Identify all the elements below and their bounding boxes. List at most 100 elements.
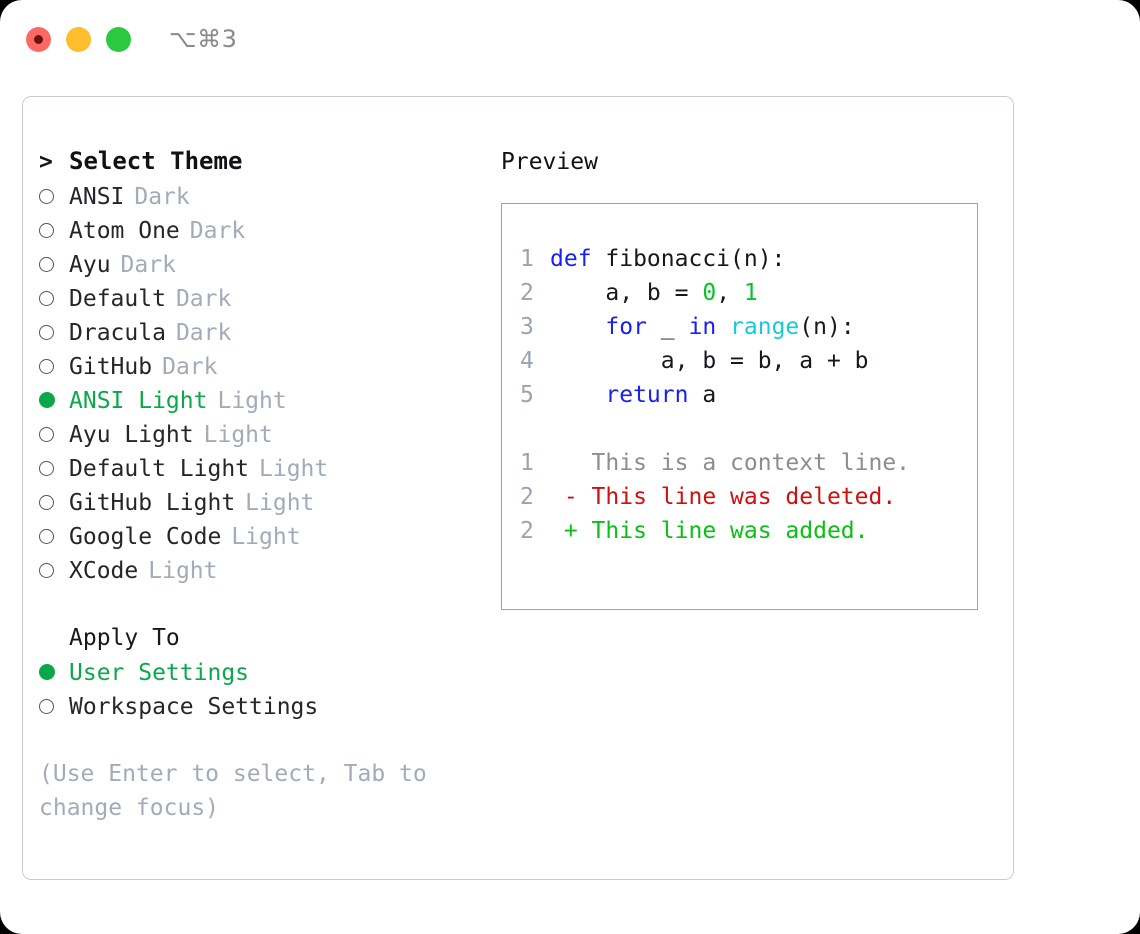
theme-option-label: ANSI — [69, 183, 125, 210]
theme-option-tag: Light — [203, 421, 273, 448]
apply-to-option-workspace-settings[interactable]: Workspace Settings — [39, 689, 489, 723]
code-token-fn: range — [730, 314, 800, 340]
theme-picker-title: Select Theme — [69, 147, 243, 175]
apply-to-title: Apply To — [69, 625, 180, 651]
code-token-txt — [550, 314, 605, 340]
theme-option-default[interactable]: Default Dark — [39, 281, 489, 315]
code-line-text: for _ in range(n): — [550, 310, 855, 344]
radio-unselected-icon[interactable] — [39, 485, 69, 519]
radio-unselected-icon[interactable] — [39, 213, 69, 247]
radio-unselected-icon[interactable] — [39, 689, 69, 723]
theme-option-label: Dracula — [69, 319, 166, 346]
radio-selected-icon[interactable] — [39, 383, 69, 417]
theme-option-tag: Dark — [162, 353, 218, 380]
code-token-kw: in — [688, 314, 717, 340]
theme-option-github[interactable]: GitHub Dark — [39, 349, 489, 383]
apply-to-option-label: Workspace Settings — [69, 693, 319, 720]
radio-unselected-icon[interactable] — [39, 519, 69, 553]
radio-unselected-icon[interactable] — [39, 315, 69, 349]
theme-option-tag: Light — [245, 489, 315, 516]
theme-option-label: Atom One — [69, 217, 180, 244]
code-line-text: a, b = b, a + b — [550, 344, 869, 378]
radio-glyph — [39, 426, 54, 442]
theme-option-tag: Dark — [175, 285, 232, 312]
theme-apply-spacer — [39, 587, 489, 621]
theme-option-label: Google Code — [69, 523, 222, 550]
radio-unselected-icon[interactable] — [39, 247, 69, 281]
theme-option-label: Ayu — [69, 251, 111, 278]
radio-glyph — [39, 188, 54, 204]
diff-line: 1 This is a context line. — [520, 446, 977, 480]
radio-selected-icon[interactable] — [39, 655, 69, 689]
line-number: 1 — [520, 450, 534, 476]
code-token-txt: _ — [646, 314, 689, 340]
theme-option-label: Default — [69, 285, 166, 312]
radio-glyph — [39, 392, 55, 408]
code-token-kw: def — [550, 246, 606, 272]
theme-option-atom-one[interactable]: Atom One Dark — [39, 213, 489, 247]
radio-glyph — [39, 562, 54, 578]
keyboard-hint: (Use Enter to select, Tab to change focu… — [39, 757, 439, 825]
traffic-light-group — [26, 26, 131, 52]
theme-option-label: Ayu Light — [69, 421, 194, 448]
code-token-ctx: This is a context line. — [550, 450, 911, 476]
close-button-icon[interactable] — [26, 26, 51, 52]
theme-option-label: GitHub — [69, 353, 153, 380]
theme-option-dracula[interactable]: Dracula Dark — [39, 315, 489, 349]
radio-unselected-icon[interactable] — [39, 281, 69, 315]
code-token-txt: (n): — [799, 314, 855, 340]
code-token-txt — [550, 382, 605, 408]
close-dot-icon — [34, 34, 43, 44]
maximize-button-icon[interactable] — [106, 26, 131, 52]
theme-option-tag: Light — [231, 523, 301, 550]
code-token-kw: for — [605, 314, 647, 340]
radio-glyph — [39, 222, 54, 238]
code-line-text: return a — [550, 378, 716, 412]
theme-option-tag: Light — [148, 557, 218, 584]
line-number: 1 — [520, 246, 534, 272]
radio-glyph — [39, 290, 54, 306]
theme-picker-header: > Select Theme — [39, 145, 489, 179]
code-token-txt — [716, 314, 730, 340]
apply-to-option-user-settings[interactable]: User Settings — [39, 655, 489, 689]
hint-spacer — [39, 723, 489, 757]
code-token-txt: a, b = — [550, 280, 703, 306]
code-line-text: This is a context line. — [550, 446, 911, 480]
line-number: 3 — [520, 314, 534, 340]
theme-option-tag: Dark — [175, 319, 232, 346]
theme-option-ayu-light[interactable]: Ayu Light Light — [39, 417, 489, 451]
radio-glyph — [39, 698, 54, 714]
code-token-num: 0 — [702, 280, 717, 306]
keyboard-shortcut-label: ⌥⌘3 — [169, 25, 238, 53]
radio-glyph — [39, 324, 54, 340]
theme-option-tag: Light — [259, 455, 329, 482]
radio-unselected-icon[interactable] — [39, 417, 69, 451]
radio-unselected-icon[interactable] — [39, 179, 69, 213]
code-line: 5 return a — [520, 378, 977, 412]
theme-option-xcode[interactable]: XCode Light — [39, 553, 489, 587]
theme-option-label: XCode — [69, 557, 139, 584]
theme-option-google-code[interactable]: Google Code Light — [39, 519, 489, 553]
keyboard-hint-line-2: change focus) — [39, 795, 220, 821]
code-token-add: + This line was added. — [550, 518, 869, 544]
theme-option-tag: Dark — [189, 217, 246, 244]
radio-unselected-icon[interactable] — [39, 349, 69, 383]
diff-sample: 1 This is a context line. 2 - This line w… — [520, 446, 977, 548]
code-token-del: - This line was deleted. — [550, 484, 897, 510]
radio-unselected-icon[interactable] — [39, 451, 69, 485]
prompt-caret-glyph: > — [39, 149, 53, 175]
line-number: 2 — [520, 518, 534, 544]
code-line-text: a, b = 0, 1 — [550, 276, 757, 310]
radio-unselected-icon[interactable] — [39, 553, 69, 587]
theme-option-tag: Light — [217, 388, 287, 414]
diff-line: 2 + This line was added. — [520, 514, 977, 548]
minimize-button-icon[interactable] — [66, 26, 91, 52]
